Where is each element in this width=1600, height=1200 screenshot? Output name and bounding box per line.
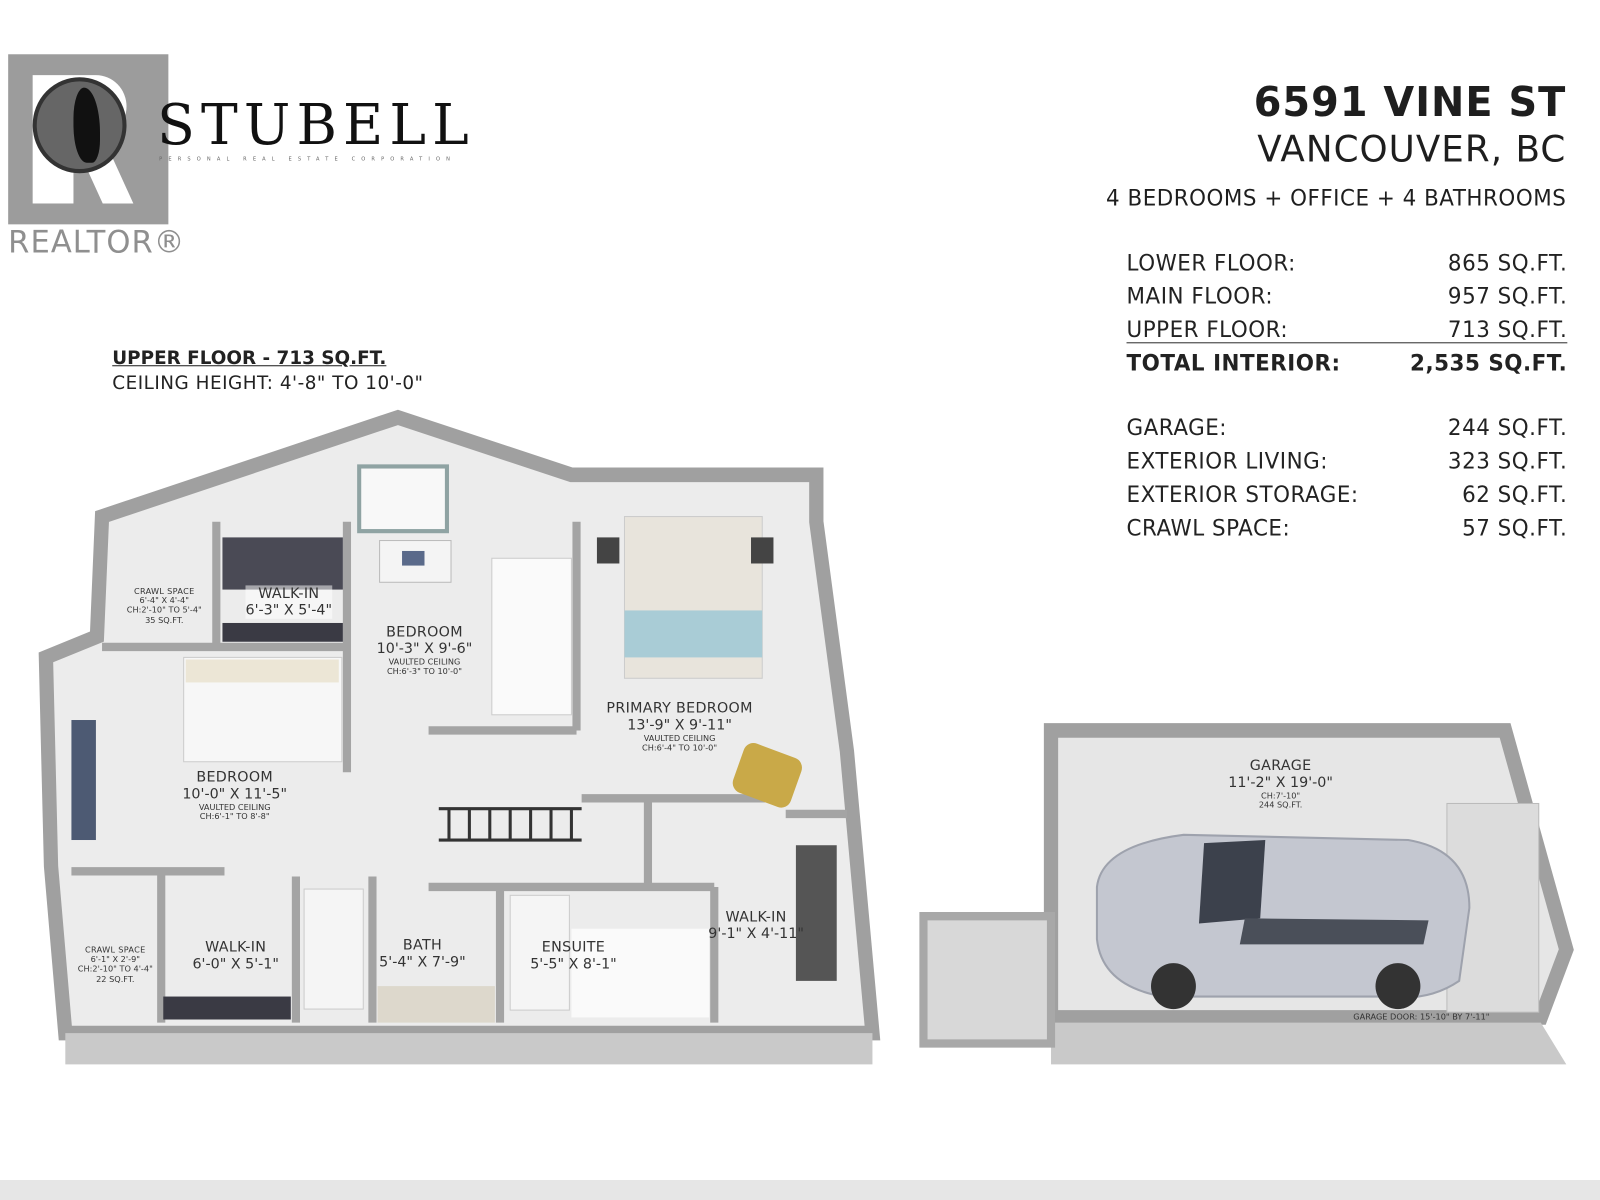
room-ceiling: CH:6'-3" TO 10'-0" <box>386 667 463 677</box>
room-label-bath: BATH 5'-4" X 7'-9" <box>379 937 466 971</box>
room-ceiling: CH:6'-4" TO 10'-0" <box>642 743 718 753</box>
lion-emblem-icon <box>32 77 127 174</box>
window <box>357 464 449 534</box>
realtor-wordmark: REALTOR® <box>8 224 186 261</box>
room-label-bedroom-2: BEDROOM 10'-0" X 11'-5" VAULTED CEILING … <box>182 769 287 822</box>
room-dimensions: 6'-3" X 5'-4" <box>245 602 333 619</box>
room-note: VAULTED CEILING <box>198 802 271 813</box>
room-name: WALK-IN <box>205 939 267 956</box>
brand-name: STUBELL <box>157 91 475 158</box>
area-row: EXTERIOR LIVING: 323 SQ.FT. <box>1127 449 1568 474</box>
room-label-garage: GARAGE 11'-2" X 19'-0" CH:7'-10" 244 SQ.… <box>1228 758 1333 811</box>
room-label-walk-in-2: WALK-IN 6'-0" X 5'-1" <box>192 939 279 973</box>
room-name: CRAWL SPACE <box>84 945 146 955</box>
room-label-walk-in-3: WALK-IN 9'-1" X 4'-11" <box>708 909 804 943</box>
bathtub <box>303 888 364 1010</box>
room-label-crawl-space-1: CRAWL SPACE 6'-4" X 4'-4" CH:2'-10" TO 5… <box>127 586 202 624</box>
floor-ceiling-height: CEILING HEIGHT: 4'-8" TO 10'-0" <box>112 372 424 395</box>
tile-floor <box>571 928 710 1018</box>
room-name: BEDROOM <box>196 769 274 786</box>
area-label: EXTERIOR STORAGE: <box>1126 482 1359 508</box>
room-dimensions: 10'-3" X 9'-6" <box>376 640 473 658</box>
area-row: MAIN FLOOR: 957 SQ.FT. <box>1127 284 1568 309</box>
room-note: VAULTED CEILING <box>643 733 716 744</box>
garage-door-label: GARAGE DOOR: 15'-10" BY 7'-11" <box>1353 1012 1489 1022</box>
upper-floor-plan <box>38 409 881 1065</box>
car <box>1095 833 1471 1010</box>
room-label-ensuite: ENSUITE 5'-5" X 8'-1" <box>530 939 617 973</box>
room-dimensions: 13'-9" X 9'-11" <box>627 716 732 734</box>
realtor-logo <box>8 54 169 225</box>
room-dimensions: 5'-4" X 7'-9" <box>379 953 466 971</box>
area-label: EXTERIOR LIVING: <box>1126 448 1329 474</box>
room-name: PRIMARY BEDROOM <box>606 700 753 717</box>
room-dimensions: 6'-1" X 2'-9" <box>90 954 141 965</box>
room-label-crawl-space-2: CRAWL SPACE 6'-1" X 2'-9" CH:2'-10" TO 4… <box>78 945 153 983</box>
area-value: 57 SQ.FT. <box>1462 515 1568 541</box>
room-dimensions: 11'-2" X 19'-0" <box>1228 774 1333 792</box>
area-row: GARAGE: 244 SQ.FT. <box>1127 415 1568 440</box>
area-row: UPPER FLOOR: 713 SQ.FT. <box>1126 317 1568 344</box>
room-label-primary-bedroom: PRIMARY BEDROOM 13'-9" X 9'-11" VAULTED … <box>606 700 752 753</box>
room-name: WALK-IN <box>258 585 320 603</box>
area-label: UPPER FLOOR: <box>1126 317 1289 343</box>
room-label-bedroom-1: BEDROOM 10'-3" X 9'-6" VAULTED CEILING C… <box>377 624 473 677</box>
property-summary: 4 BEDROOMS + OFFICE + 4 BATHROOMS <box>1106 185 1567 211</box>
room-area: 35 SQ.FT. <box>145 615 184 625</box>
room-dimensions: 6'-0" X 5'-1" <box>192 955 279 973</box>
room-area: 22 SQ.FT. <box>96 974 135 984</box>
garage-plan <box>919 723 1574 1065</box>
room-name: ENSUITE <box>541 939 606 956</box>
area-value: 865 SQ.FT. <box>1447 250 1568 276</box>
room-label-walk-in-1: WALK-IN 6'-3" X 5'-4" <box>245 585 333 619</box>
garage-door-dimensions: GARAGE DOOR: 15'-10" BY 7'-11" <box>1353 1012 1490 1022</box>
area-value: 713 SQ.FT. <box>1447 317 1568 343</box>
room-ceiling: CH:2'-10" TO 5'-4" <box>126 605 202 616</box>
area-value: 2,535 SQ.FT. <box>1410 350 1568 376</box>
room-area: 244 SQ.FT. <box>1258 800 1303 811</box>
room-ceiling: CH:2'-10" TO 4'-4" <box>77 964 153 974</box>
area-total-row: TOTAL INTERIOR: 2,535 SQ.FT. <box>1127 351 1568 376</box>
area-label: LOWER FLOOR: <box>1126 250 1296 276</box>
brand-tagline: PERSONAL REAL ESTATE CORPORATION <box>159 156 457 163</box>
single-bed <box>491 557 572 716</box>
area-label: CRAWL SPACE: <box>1126 515 1291 541</box>
area-value: 244 SQ.FT. <box>1447 415 1568 441</box>
area-row: CRAWL SPACE: 57 SQ.FT. <box>1127 515 1568 540</box>
area-value: 323 SQ.FT. <box>1447 448 1568 474</box>
room-note: VAULTED CEILING <box>388 657 461 667</box>
area-label: TOTAL INTERIOR: <box>1126 350 1341 376</box>
room-name: BEDROOM <box>386 624 463 641</box>
room-dimensions: 5'-5" X 8'-1" <box>530 955 617 973</box>
property-city: VANCOUVER, BC <box>1257 129 1567 172</box>
bottom-band <box>0 1180 1600 1200</box>
room-dimensions: 10'-0" X 11'-5" <box>182 785 288 803</box>
room-name: CRAWL SPACE <box>133 586 195 596</box>
area-value: 957 SQ.FT. <box>1447 283 1568 309</box>
area-row: LOWER FLOOR: 865 SQ.FT. <box>1127 250 1568 275</box>
staircase <box>438 807 582 842</box>
room-name: GARAGE <box>1249 757 1312 775</box>
property-address: 6591 VINE ST <box>1253 79 1567 127</box>
room-name: WALK-IN <box>725 908 787 926</box>
bathtub <box>509 894 570 1011</box>
room-ceiling: CH:6'-1" TO 8'-8" <box>199 812 270 822</box>
floor-title: UPPER FLOOR - 713 SQ.FT. <box>112 347 387 370</box>
room-name: BATH <box>402 937 443 954</box>
area-label: MAIN FLOOR: <box>1126 283 1274 309</box>
area-label: GARAGE: <box>1126 415 1228 441</box>
closet-rod <box>222 537 343 590</box>
armchair <box>732 743 802 808</box>
room-ceiling: CH:7'-10" <box>1261 791 1301 801</box>
area-row: EXTERIOR STORAGE: 62 SQ.FT. <box>1127 482 1568 507</box>
room-dimensions: 9'-1" X 4'-11" <box>708 925 804 943</box>
room-dimensions: 6'-4" X 4'-4" <box>139 596 190 606</box>
area-value: 62 SQ.FT. <box>1462 482 1568 508</box>
